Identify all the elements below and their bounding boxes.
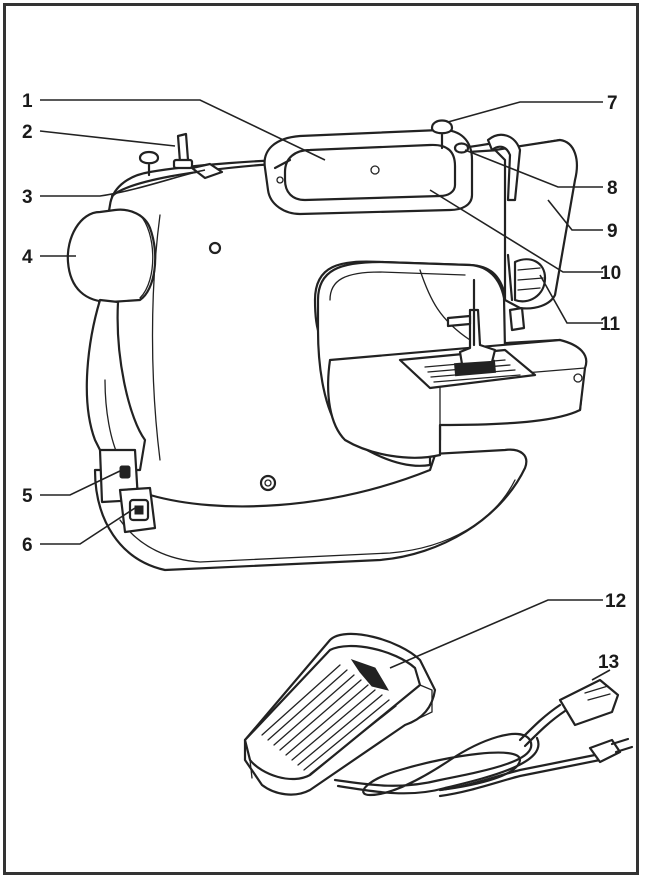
machine-plug	[558, 678, 620, 727]
callout-12: 12	[605, 591, 626, 612]
callout-11: 11	[600, 314, 621, 335]
callout-labels: 1 2 3 4 5 6 7 8 9 10 11 12 13	[22, 91, 626, 673]
callout-1: 1	[22, 91, 33, 112]
leader-lines	[39, 99, 611, 681]
callout-7: 7	[607, 93, 618, 114]
callout-9: 9	[607, 221, 618, 242]
hand-wheel	[66, 208, 157, 304]
bobbin-winder	[176, 132, 190, 164]
callout-3: 3	[22, 187, 33, 208]
callout-2: 2	[22, 122, 33, 143]
callout-6: 6	[22, 535, 33, 556]
mains-plug	[588, 738, 622, 764]
presser-foot	[458, 308, 497, 366]
callout-8: 8	[607, 178, 618, 199]
callout-4: 4	[22, 247, 33, 268]
foot-control	[243, 632, 634, 798]
sewing-machine	[66, 119, 588, 572]
callout-5: 5	[22, 486, 33, 507]
callout-13: 13	[598, 652, 619, 673]
callout-10: 10	[600, 263, 621, 284]
power-cord	[333, 732, 533, 797]
spool-pin	[430, 119, 454, 135]
